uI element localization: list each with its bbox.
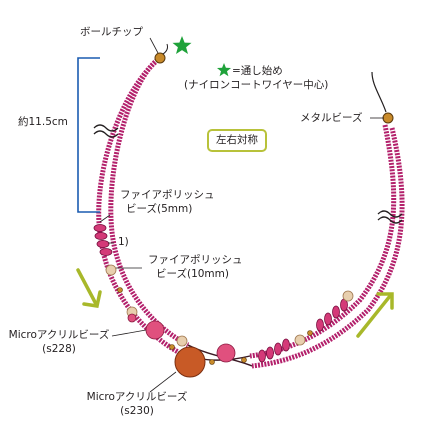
leader-fire-5mm — [99, 214, 111, 223]
label-micro-228-1: Microアクリルビーズ — [8, 329, 110, 341]
left-wire-inner — [96, 56, 180, 355]
right-break-mark — [377, 210, 403, 224]
label-micro-230-1: Microアクリルビーズ — [86, 391, 188, 403]
fire-polish-10mm-beads — [105, 264, 354, 347]
label-micro-228-2: (s228) — [42, 343, 76, 355]
label-length: 約11.5cm — [18, 116, 68, 128]
leader-micro-228 — [111, 329, 147, 337]
right-wire-inner — [249, 124, 397, 359]
ball-chip-left-hook — [162, 43, 168, 55]
label-start-1: =通し始め — [232, 65, 283, 77]
acrylic-s230-bead — [174, 346, 206, 378]
left-break-mark — [93, 124, 119, 138]
metal-beads — [117, 287, 313, 365]
label-ball-chip: ボールチップ — [80, 26, 143, 38]
right-direction-arrow — [356, 292, 394, 338]
symmetry-badge: 左右対称 — [207, 129, 267, 152]
clasp-wire — [371, 71, 387, 113]
leader-ball-chip — [149, 37, 159, 54]
label-fire-5mm-1: ファイアポリッシュ — [120, 189, 215, 201]
label-fire-5mm-2: ビーズ(5mm) — [126, 203, 193, 215]
left-bead-strand — [96, 55, 190, 355]
left-direction-arrow — [76, 268, 102, 308]
length-bracket — [77, 57, 100, 213]
ball-chip-left — [154, 52, 166, 64]
label-step-1: 1) — [118, 236, 129, 248]
right-wire-outer — [251, 127, 405, 369]
leader-micro-230 — [149, 371, 177, 393]
right-bead-strand — [249, 124, 405, 369]
label-micro-230-2: (s230) — [120, 405, 154, 417]
fire-polish-5mm-cluster — [93, 224, 348, 363]
start-star-icon — [172, 36, 192, 54]
label-metal-beads: メタルビーズ — [300, 112, 363, 124]
acrylic-s228-beads — [127, 313, 236, 363]
left-wire-outer — [108, 55, 190, 348]
label-fire-10mm-1: ファイアポリッシュ — [148, 254, 243, 266]
legend-star-icon — [217, 63, 231, 77]
ball-chip-right — [382, 112, 394, 124]
label-start-2: (ナイロンコートワイヤー中心) — [184, 79, 329, 91]
label-fire-10mm-2: ビーズ(10mm) — [156, 268, 229, 280]
